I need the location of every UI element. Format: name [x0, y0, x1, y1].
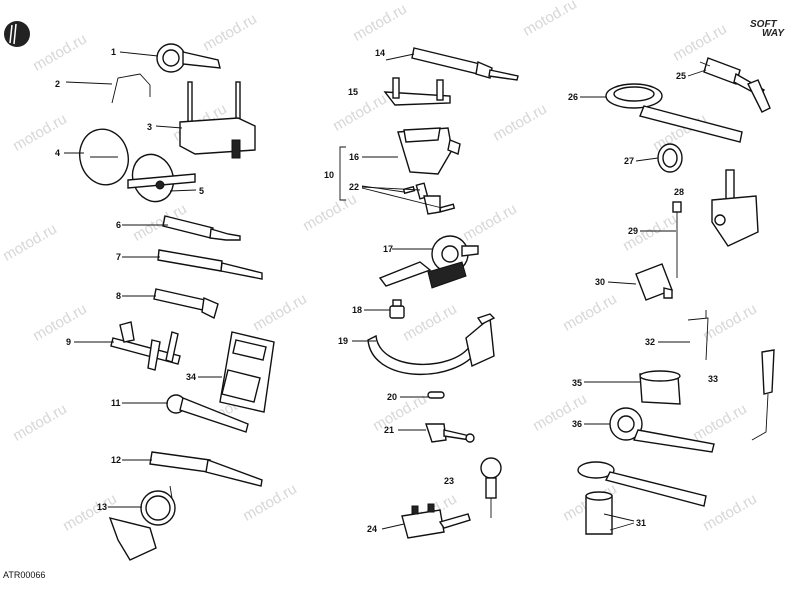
label-3: 3 — [147, 122, 152, 132]
label-11: 11 — [111, 398, 121, 408]
tool-20-pin — [427, 391, 445, 399]
tool-1-spanner — [156, 43, 221, 73]
tool-12-long-bar — [149, 451, 263, 487]
tool-19-c-frame — [367, 313, 496, 376]
label-25: 25 — [676, 71, 686, 81]
tool-28-bolt-assembly — [711, 169, 759, 247]
tool-18-cap — [389, 299, 405, 319]
label-9: 9 — [66, 337, 71, 347]
tool-27-sleeve — [657, 143, 683, 173]
tool-8-drift-handle — [153, 288, 219, 320]
tool-16-housing — [397, 127, 461, 175]
label-15: 15 — [348, 87, 358, 97]
label-33: 33 — [708, 374, 718, 384]
label-22: 22 — [349, 182, 359, 192]
tool-33-handle — [751, 349, 775, 441]
label-7: 7 — [116, 252, 121, 262]
leader-lines — [64, 51, 707, 531]
label-13: 13 — [97, 502, 107, 512]
tool-31-socket-wrench — [577, 461, 707, 535]
label-26: 26 — [568, 92, 578, 102]
brand-line-2: WAY — [762, 28, 785, 39]
tool-3-pin-block — [179, 81, 256, 159]
label-18: 18 — [352, 305, 362, 315]
tool-30-knurled-sleeve — [635, 263, 673, 301]
label-23: 23 — [444, 476, 454, 486]
label-4: 4 — [55, 148, 60, 158]
label-12: 12 — [111, 455, 121, 465]
tool-26-ring-wrench — [605, 83, 743, 143]
label-29: 29 — [628, 226, 638, 236]
tool-34-digital-meter — [219, 331, 275, 413]
label-36: 36 — [572, 419, 582, 429]
label-19: 19 — [338, 336, 348, 346]
logo-roundel-icon — [4, 21, 30, 47]
label-35: 35 — [572, 378, 582, 388]
tool-9-t-bar-puller — [110, 321, 181, 371]
label-28: 28 — [674, 187, 684, 197]
label-34: 34 — [186, 372, 196, 382]
label-21: 21 — [384, 425, 394, 435]
tool-35-socket — [639, 370, 681, 405]
tool-17-assembly — [378, 235, 479, 289]
tool-4-degree-disc — [79, 128, 129, 186]
label-10: 10 — [324, 170, 334, 180]
tool-11-offset-wrench — [166, 394, 249, 433]
label-27: 27 — [624, 156, 634, 166]
part-labels: 1 2 3 4 5 6 7 8 9 10 11 12 13 14 15 16 1… — [55, 47, 718, 534]
tool-36-pin-spanner — [609, 407, 715, 453]
label-24: 24 — [367, 524, 377, 534]
tool-2-hook-rod — [111, 73, 151, 104]
tool-29-long-rod — [672, 201, 682, 278]
label-17: 17 — [383, 244, 393, 254]
tool-13-dial-gauge — [108, 485, 176, 561]
label-20: 20 — [387, 392, 397, 402]
tool-25-t-handle — [699, 57, 771, 113]
brand-mark: SOFT WAY — [750, 19, 785, 39]
label-32: 32 — [645, 337, 655, 347]
drawing-code: ATR00066 — [3, 570, 46, 580]
tool-24-clamp — [401, 503, 471, 539]
tool-7-long-handle — [157, 249, 263, 280]
brand-line-1: SOFT — [750, 19, 777, 30]
tool-21-adapter — [425, 423, 475, 443]
tool-32-l-key — [687, 310, 709, 361]
tool-15-fork — [383, 77, 451, 106]
label-1: 1 — [111, 47, 116, 57]
label-8: 8 — [116, 291, 121, 301]
label-31: 31 — [636, 518, 646, 528]
label-16: 16 — [349, 152, 359, 162]
label-6: 6 — [116, 220, 121, 230]
tool-14-pin-punch — [411, 47, 519, 81]
label-5: 5 — [199, 186, 204, 196]
label-14: 14 — [375, 48, 385, 58]
label-2: 2 — [55, 79, 60, 89]
bracket-10 — [339, 146, 346, 201]
tool-23-small-gauge — [480, 457, 502, 518]
tool-6-pin-handle — [162, 215, 241, 241]
tool-22-pins — [402, 182, 456, 215]
label-30: 30 — [595, 277, 605, 287]
tool-5-gauge-plate — [127, 153, 196, 203]
